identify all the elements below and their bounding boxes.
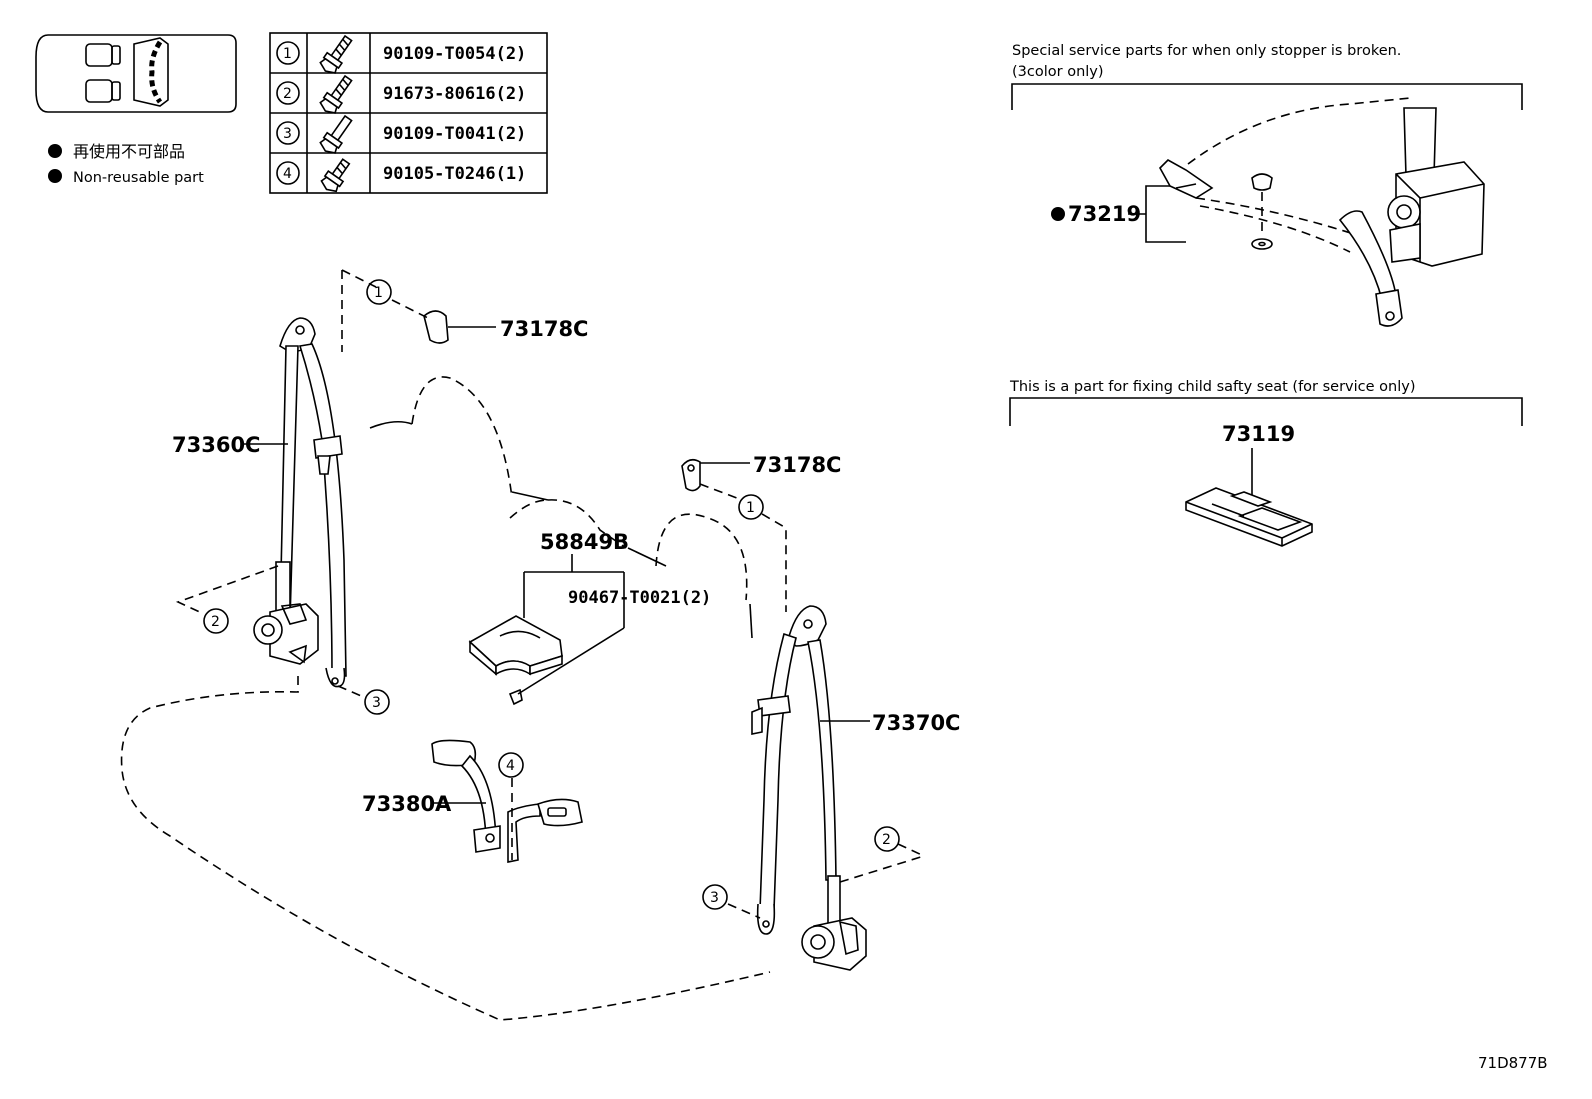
- label-73178C-right: 73178C: [753, 453, 841, 477]
- label-73380A: 73380A: [362, 792, 452, 816]
- vehicle-locator-icon: [35, 34, 237, 113]
- table-index: 2: [283, 86, 292, 102]
- child-seat-note: This is a part for fixing child safty se…: [1009, 379, 1416, 395]
- bolt-icon: [320, 158, 351, 193]
- retractor-right: [801, 875, 867, 971]
- callout-2: 2: [882, 832, 891, 848]
- buckle-assembly: [431, 739, 583, 863]
- label-73370C: 73370C: [872, 711, 960, 735]
- bolt-icon: [319, 34, 353, 74]
- table-index: 1: [283, 46, 292, 62]
- fastener-callout-lines: [175, 269, 925, 919]
- fastener-table: 1 2 3 4 90109-T0054(2) 91673-8: [269, 32, 548, 194]
- special-service-section: Special service parts for when only stop…: [1011, 43, 1523, 327]
- seat-outline: [120, 376, 771, 1021]
- table-index: 3: [283, 126, 292, 142]
- callout-3: 3: [372, 695, 381, 711]
- label-90467-T0021: 90467-T0021(2): [568, 588, 711, 608]
- callout-1: 1: [746, 500, 755, 516]
- child-seat-anchor-cover: [468, 615, 563, 676]
- callout-3: 3: [710, 890, 719, 906]
- non-reusable-bullet-icon: [48, 144, 62, 158]
- label-73360C: 73360C: [172, 433, 260, 457]
- label-73119: 73119: [1222, 422, 1295, 446]
- callout-2: 2: [211, 614, 220, 630]
- label-73178C-left: 73178C: [500, 317, 588, 341]
- label-73219: 73219: [1068, 202, 1141, 226]
- callout-4: 4: [506, 758, 515, 774]
- belt-assembly-right: [751, 605, 867, 971]
- legend-jp: 再使用不可部品: [73, 142, 185, 161]
- table-part-number: 90109-T0041(2): [383, 124, 526, 144]
- anchor-cover-left: [423, 310, 449, 344]
- label-58849B: 58849B: [540, 530, 629, 554]
- diagram-id: 71D877B: [1478, 1054, 1548, 1072]
- table-part-number: 90105-T0246(1): [383, 164, 526, 184]
- callout-1: 1: [374, 285, 383, 301]
- table-part-number: 91673-80616(2): [383, 84, 526, 104]
- non-reusable-bullet-icon: [1051, 207, 1065, 221]
- retractor-left: [253, 561, 319, 665]
- leader-lines: [243, 326, 870, 804]
- bolt-icon: [319, 114, 353, 154]
- legend-en: Non-reusable part: [73, 170, 204, 186]
- non-reusable-bullet-icon: [48, 169, 62, 183]
- child-seat-anchor-plate: [1185, 487, 1313, 547]
- callout-circles: 1 2 3 1 2 3 4: [203, 279, 900, 910]
- table-index: 4: [283, 166, 292, 182]
- child-seat-part-section: This is a part for fixing child safty se…: [1009, 379, 1523, 547]
- anchor-cover-right: [681, 458, 701, 492]
- belt-assembly-left: [253, 317, 347, 688]
- bolt-icon: [319, 74, 353, 114]
- special-note-line1: Special service parts for when only stop…: [1012, 43, 1401, 59]
- table-part-number: 90109-T0054(2): [383, 44, 526, 64]
- special-note-line2: (3color only): [1012, 64, 1104, 80]
